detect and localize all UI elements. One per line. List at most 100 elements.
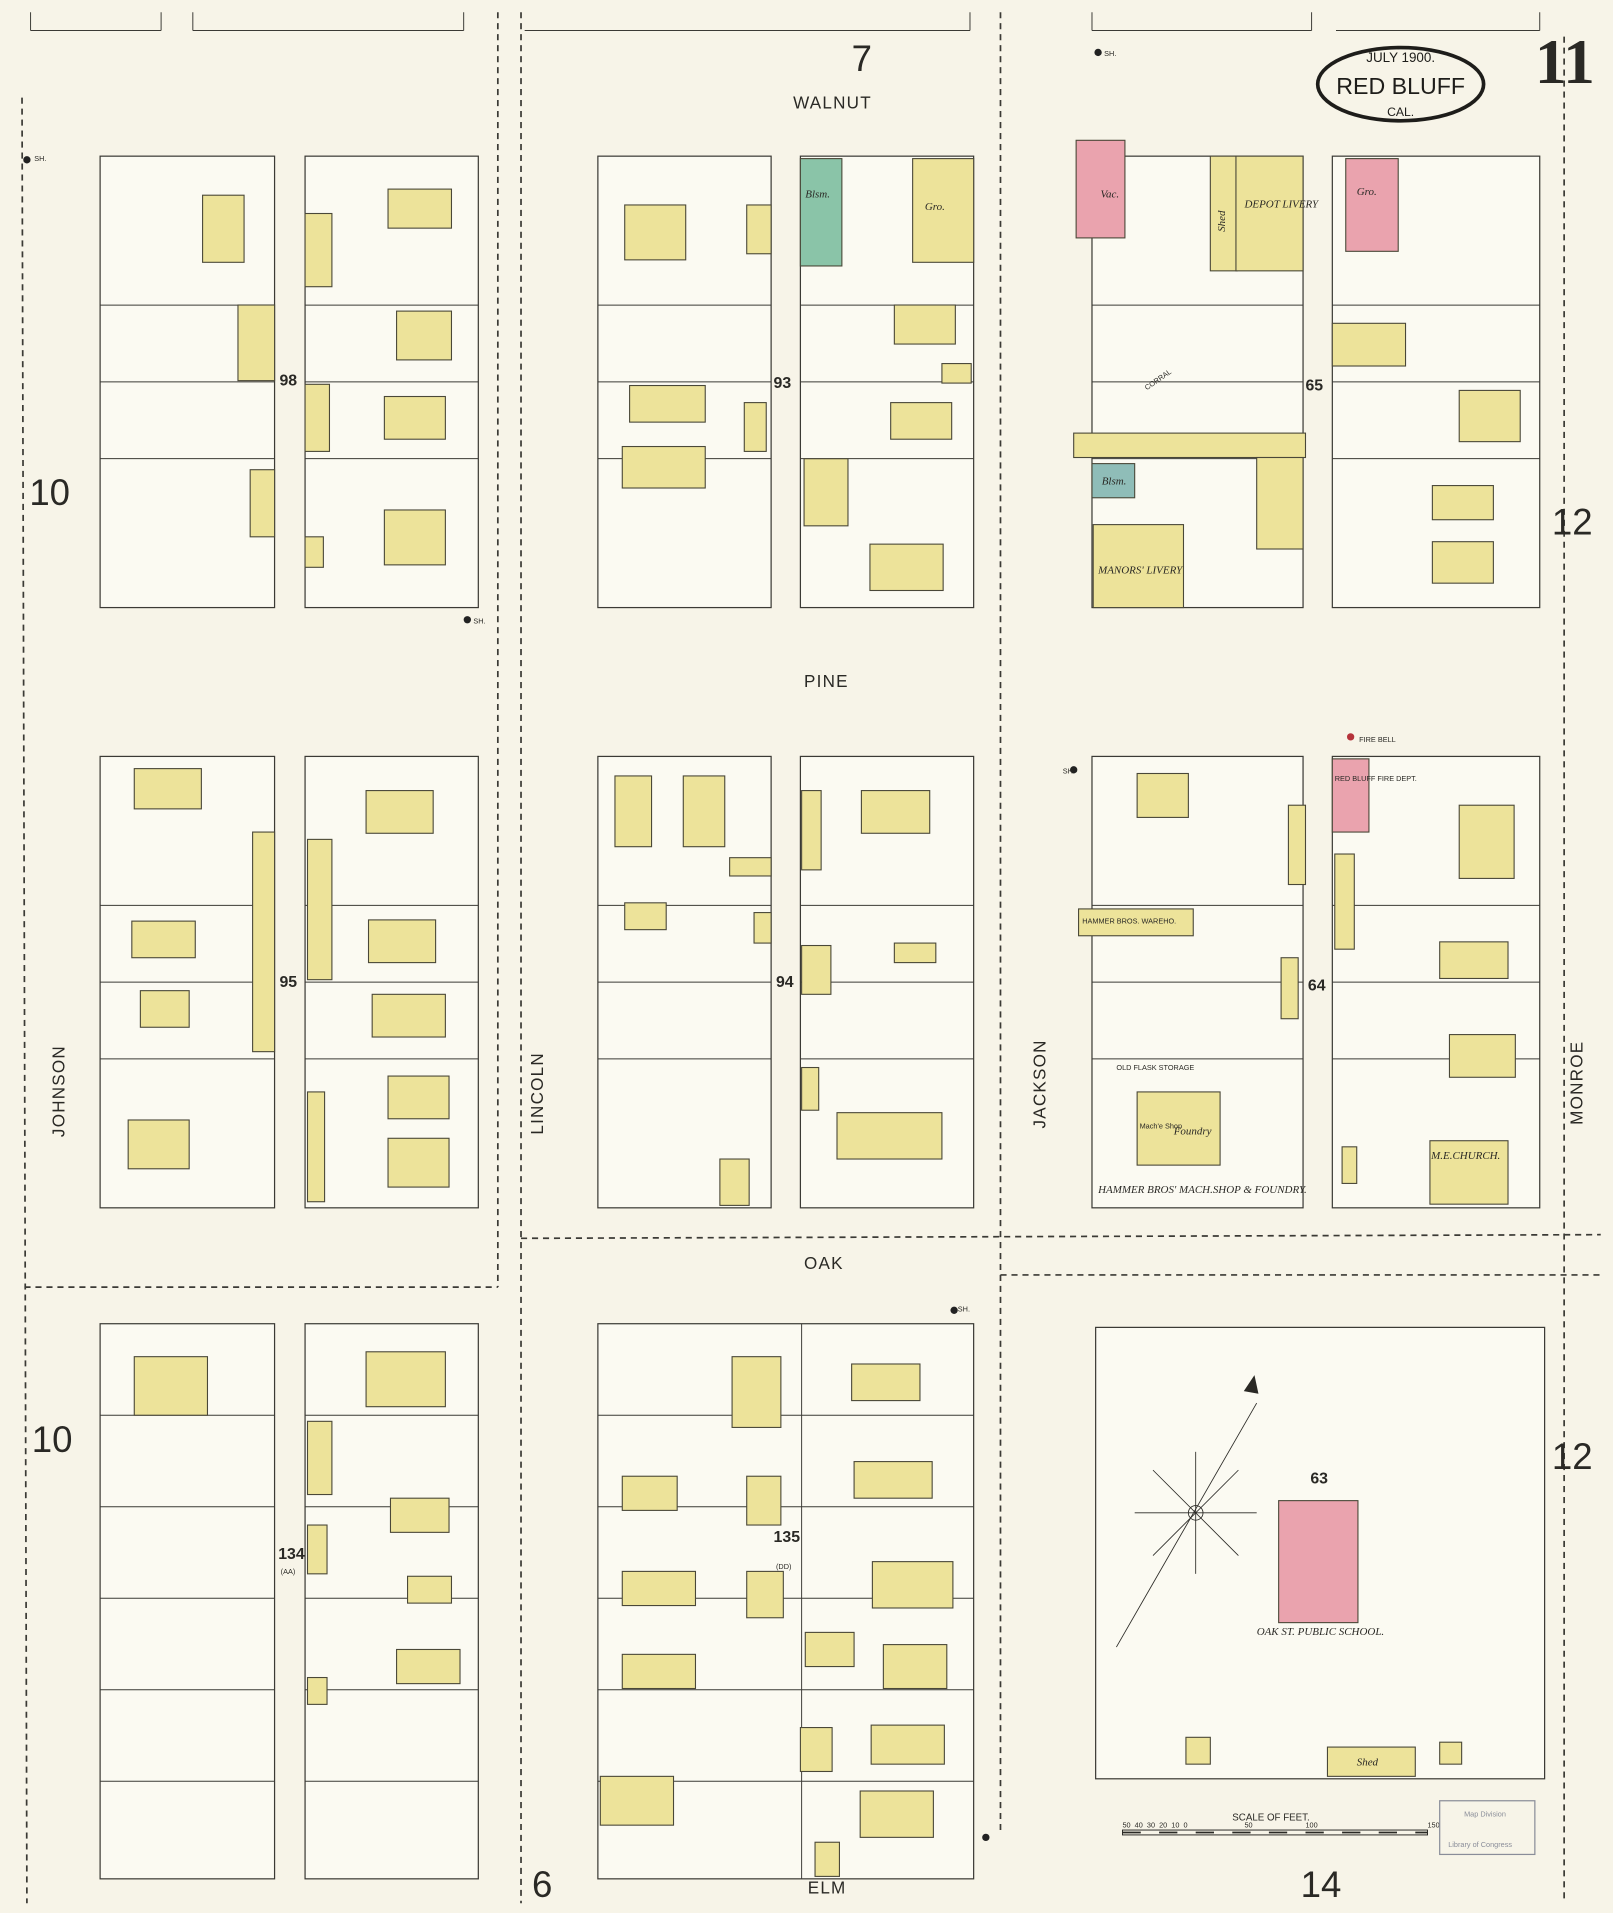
frame-building — [801, 790, 822, 871]
scale-title: SCALE OF FEET. — [1232, 1812, 1309, 1823]
label-vac: Vac. — [1101, 189, 1120, 201]
hydrant-icon — [463, 616, 471, 624]
frame-building — [387, 1137, 450, 1188]
street-pine: PINE — [804, 672, 849, 691]
label-gro: Gro. — [1357, 186, 1377, 198]
frame-building — [237, 304, 276, 382]
frame-building — [304, 383, 331, 452]
scale-tick-label: 0 — [1183, 1821, 1187, 1830]
frame-building — [859, 1790, 934, 1838]
frame-building — [851, 1363, 921, 1402]
frame-building — [1431, 541, 1494, 584]
frame-building — [202, 194, 245, 263]
frame-building — [803, 458, 849, 527]
north-arrow-compass — [1116, 1375, 1259, 1648]
frame-building — [624, 902, 667, 931]
adjoining-sheet-left-upper: 10 — [29, 472, 70, 513]
hydrant-icon — [23, 156, 31, 164]
frame-building — [131, 920, 196, 959]
frame-building — [860, 790, 931, 834]
street-lincoln: LINCOLN — [528, 1052, 547, 1135]
adjoining-sheet-bottom-left: 6 — [532, 1864, 552, 1905]
frame-building — [746, 204, 772, 255]
frame-building — [893, 304, 956, 345]
block-number: 65 — [1305, 377, 1323, 394]
frame-building — [1331, 322, 1407, 367]
adjoining-sheet-bottom-right: 14 — [1301, 1864, 1342, 1905]
label-shed: Shed — [1216, 210, 1228, 232]
frame-building — [367, 919, 437, 964]
title-state: CAL. — [1387, 105, 1414, 119]
hydrant-icon — [1346, 733, 1355, 741]
frame-building — [304, 212, 333, 288]
frame-building — [941, 363, 972, 384]
frame-building — [1341, 1146, 1358, 1184]
scale-tick-label: 20 — [1159, 1821, 1167, 1830]
frame-building — [729, 857, 772, 877]
street-monroe: MONROE — [1567, 1041, 1586, 1125]
frame-building — [1439, 1741, 1463, 1765]
frame-building — [882, 1644, 948, 1690]
brick-building — [1278, 1500, 1359, 1624]
buildings — [23, 48, 1521, 1877]
frame-building — [1209, 155, 1238, 272]
label-school-shed: Shed — [1357, 1756, 1379, 1768]
scale-tick-label: 50 — [1122, 1821, 1130, 1830]
street-elm: ELM — [808, 1878, 847, 1897]
street-jackson: JACKSON — [1031, 1039, 1050, 1128]
label-sh: SH. — [958, 1305, 970, 1314]
adjoining-sheet-right-upper: 12 — [1552, 501, 1593, 542]
street-grid — [21, 12, 1601, 1904]
frame-building — [1334, 853, 1355, 950]
label-fire-dept: RED BLUFF FIRE DEPT. — [1335, 774, 1417, 783]
frame-building — [614, 775, 653, 848]
frame-building — [1092, 524, 1185, 609]
frame-building — [799, 1727, 833, 1773]
label-sh: SH. — [1063, 766, 1075, 775]
hydrant-icon — [1070, 766, 1078, 774]
adjoining-sheet-left-lower: 10 — [32, 1419, 73, 1460]
frame-building — [139, 990, 190, 1028]
page-number: 11 — [1535, 26, 1595, 97]
label-fire-bell: FIRE BELL — [1359, 735, 1396, 744]
block-half — [99, 1323, 276, 1880]
frame-building — [1136, 772, 1189, 818]
frame-building — [133, 1356, 209, 1416]
frame-building — [621, 1475, 678, 1511]
frame-building — [127, 1119, 190, 1170]
frame-building — [1136, 1091, 1221, 1166]
frame-building — [746, 1475, 782, 1526]
frame-building — [624, 204, 687, 261]
block-number: 135 — [774, 1529, 801, 1546]
frame-building — [682, 775, 726, 848]
frame-building — [621, 445, 706, 489]
frame-building — [731, 1356, 782, 1428]
frame-building — [804, 1631, 855, 1668]
frame-building — [801, 944, 832, 995]
frame-building — [1073, 432, 1307, 459]
frame-building — [306, 1420, 333, 1496]
frame-building — [387, 188, 453, 229]
label-me-church: M.E.CHURCH. — [1430, 1150, 1500, 1162]
frame-building — [801, 1066, 820, 1111]
frame-building — [893, 942, 937, 964]
hydrant-icon — [1094, 48, 1102, 57]
title-date: JULY 1900. — [1366, 50, 1435, 65]
frame-building — [599, 1775, 675, 1826]
hydrant-icon — [950, 1306, 958, 1314]
frame-building — [389, 1497, 450, 1533]
title-city: RED BLUFF — [1336, 73, 1465, 99]
frame-building — [1458, 804, 1515, 879]
frame-building — [869, 543, 944, 592]
frame-building — [1185, 1736, 1211, 1765]
stone-building — [799, 158, 843, 267]
label-depot-livery: DEPOT LIVERY — [1243, 198, 1320, 210]
frame-building — [1256, 456, 1304, 550]
brick-building — [1331, 758, 1370, 833]
frame-building — [814, 1841, 840, 1877]
frame-building — [306, 1676, 328, 1705]
adjoining-sheet-top: 7 — [852, 38, 872, 79]
block-letter: (DD) — [776, 1562, 791, 1571]
frame-building — [387, 1075, 450, 1120]
frame-building — [853, 1461, 933, 1499]
